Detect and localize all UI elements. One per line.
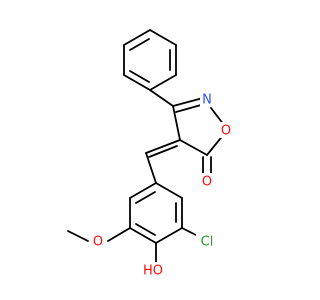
isoxazolone-ring — [172, 97, 225, 156]
atom-OH: HO — [141, 262, 165, 279]
atom-label-cl: Cl — [201, 235, 214, 250]
bond — [123, 29, 151, 46]
double-bond-inner — [135, 223, 156, 236]
benzene-ring — [129, 182, 183, 244]
double-bond-inner — [129, 70, 150, 83]
atom-label-o-methoxy: O — [93, 235, 103, 250]
bond — [155, 227, 183, 244]
molecule-structure: N O O O HO Cl — [67, 29, 233, 279]
bond — [149, 74, 177, 91]
atom-Cl: Cl — [196, 233, 216, 250]
bond — [145, 152, 157, 184]
bond — [67, 230, 89, 242]
atom-label-oh: HO — [143, 264, 163, 279]
bond — [123, 74, 151, 91]
atom-label-o-carbonyl: O — [202, 175, 212, 190]
atom-O-ring: O — [219, 122, 233, 139]
bond — [145, 139, 181, 154]
bond — [181, 227, 199, 237]
bond — [149, 29, 177, 46]
double-bond-inner — [135, 191, 156, 204]
bond — [172, 97, 204, 107]
bond — [155, 182, 183, 199]
atom-O-carbonyl: O — [200, 173, 214, 190]
bond — [172, 105, 181, 141]
bond — [179, 139, 208, 156]
atom-O-methoxy: O — [91, 233, 105, 250]
atom-label-o-ring: O — [221, 124, 231, 139]
double-bond-inner — [175, 104, 202, 113]
bond — [129, 227, 157, 244]
atom-N: N — [200, 91, 214, 108]
bond — [129, 182, 157, 199]
atom-label-n: N — [202, 93, 212, 108]
bond — [149, 89, 174, 107]
bond — [107, 227, 131, 242]
double-bond-inner — [148, 145, 178, 158]
double-bond-inner — [129, 38, 150, 51]
phenyl-ring — [123, 29, 177, 91]
